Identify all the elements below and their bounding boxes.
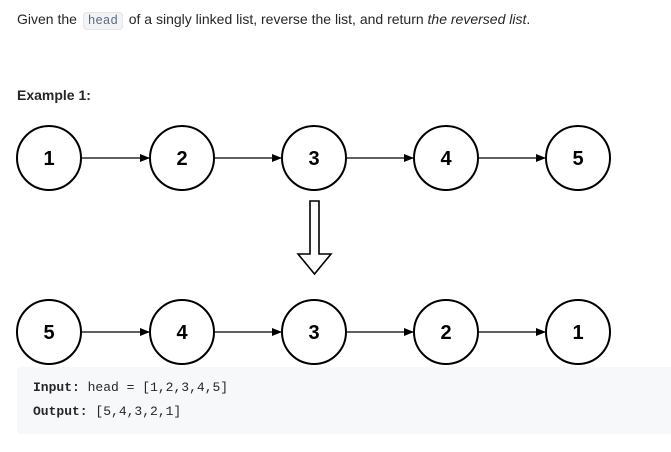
output-node-value: 2: [440, 322, 451, 344]
output-value: [5,4,3,2,1]: [95, 404, 182, 419]
input-label: Input:: [33, 380, 80, 395]
output-label: Output:: [33, 404, 88, 419]
input-node-circle: [545, 125, 611, 191]
output-node-value: 4: [176, 322, 188, 344]
output-line: Output: [5,4,3,2,1]: [33, 404, 181, 419]
inline-code-head: head: [82, 12, 123, 30]
input-node-value: 3: [308, 148, 319, 170]
input-line: Input: head = [1,2,3,4,5]: [33, 380, 228, 395]
input-list-row: 1 2 3 4 5: [16, 125, 611, 191]
description-text-3: .: [526, 11, 531, 27]
output-node-value: 5: [43, 322, 54, 344]
output-node-value: 1: [572, 322, 583, 344]
output-node-circle: [149, 299, 215, 365]
input-node-circle: [16, 125, 82, 191]
input-node-circle: [149, 125, 215, 191]
example-code-block: Input: head = [1,2,3,4,5] Output: [5,4,3…: [17, 367, 671, 434]
description-emphasis: the reversed list: [427, 11, 527, 27]
input-eq: =: [126, 380, 135, 395]
linked-list-diagram: 1 2 3 4 5 5 4 3 2 1: [16, 125, 611, 365]
example-title: Example 1:: [17, 87, 91, 103]
output-node-circle: [16, 299, 82, 365]
output-node-value: 3: [308, 322, 319, 344]
input-node-value: 2: [176, 148, 187, 170]
output-list-row: 5 4 3 2 1: [16, 299, 611, 365]
output-node-circle: [281, 299, 347, 365]
output-node-circle: [545, 299, 611, 365]
input-node-circle: [281, 125, 347, 191]
input-node-value: 5: [572, 148, 583, 170]
description-text-1: Given the: [17, 11, 77, 27]
input-node-value: 4: [440, 148, 452, 170]
problem-description: Given the head of a singly linked list, …: [17, 9, 530, 31]
input-node-circle: [413, 125, 479, 191]
input-value: [1,2,3,4,5]: [142, 380, 229, 395]
down-arrow-icon: [296, 200, 333, 276]
input-var: head: [87, 380, 119, 395]
output-node-circle: [413, 299, 479, 365]
input-node-value: 1: [43, 148, 54, 170]
description-text-2: of a singly linked list, reverse the lis…: [128, 11, 424, 27]
